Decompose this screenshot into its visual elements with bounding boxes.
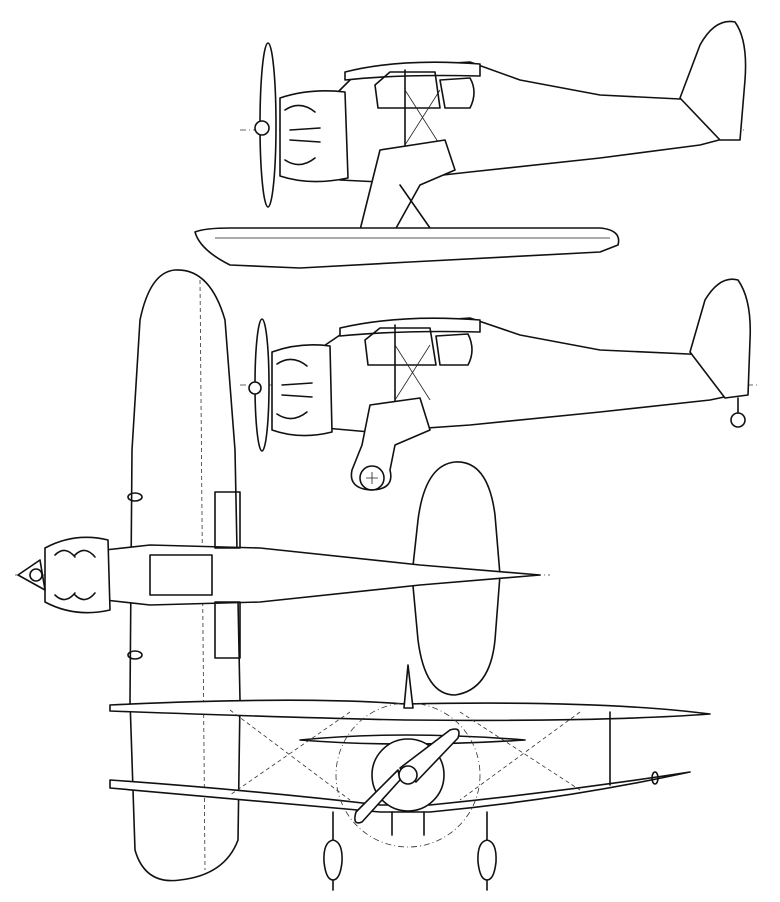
spinner [398,765,418,785]
engine-cowling [271,344,333,437]
landing-gear-left [323,811,343,891]
tail-fin [403,664,414,709]
upper-wing [344,61,481,81]
top-view [15,269,550,882]
tail-fin [689,278,752,399]
side-view-floatplane [194,20,747,269]
side-view-landplane [240,278,760,491]
spinner [248,381,262,395]
engine-cowling [44,536,111,614]
tail-wheel [730,412,746,428]
fuselage [104,544,541,606]
lower-wing [109,771,691,813]
cabin-windows [364,327,473,366]
upper-wing [109,699,711,722]
float [194,227,620,269]
spinner [254,120,270,136]
propeller-blade [354,769,401,824]
spinner [17,559,46,591]
wheel [359,465,385,491]
cabin-windows [374,71,475,109]
front-view [109,664,711,891]
tail-fin [679,20,747,141]
engine-cowling [279,90,349,183]
landing-gear-right [477,811,497,891]
